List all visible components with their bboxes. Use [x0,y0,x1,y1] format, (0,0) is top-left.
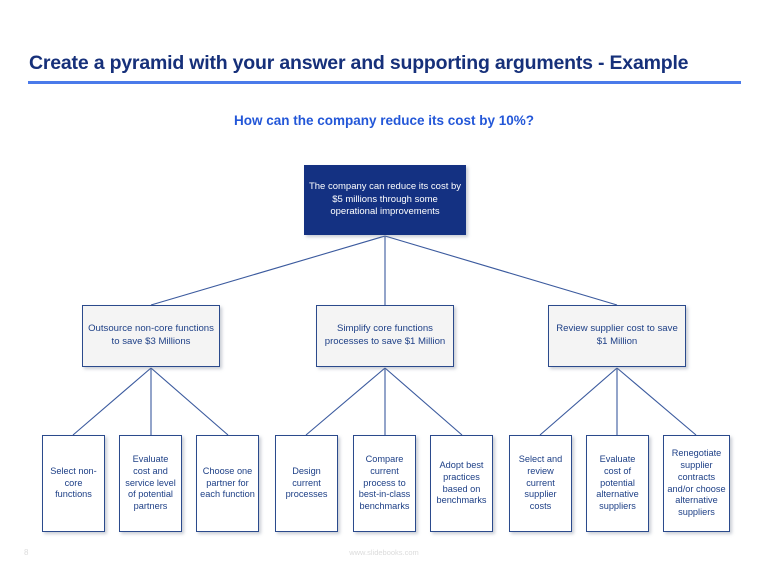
connector-l2-2-to-l3-4 [305,367,386,436]
page-number: 8 [24,548,29,557]
connector-l2-3-to-l3-7 [539,367,618,436]
pyramid-level3-box-1[interactable]: Select non-core functions [42,435,105,532]
pyramid-level3-box-5[interactable]: Compare current process to best-in-class… [353,435,416,532]
pyramid-root-box[interactable]: The company can reduce its cost by $5 mi… [304,165,466,235]
connector-root-to-l2-1 [150,235,386,306]
pyramid-level3-label-2: Evaluate cost and service level of poten… [125,453,176,512]
pyramid-level3-box-7[interactable]: Select and review current supplier costs [509,435,572,532]
page-title: Create a pyramid with your answer and su… [29,52,689,74]
pyramid-level3-box-4[interactable]: Design current processes [275,435,338,532]
pyramid-level3-box-9[interactable]: Renegotiate supplier contracts and/or ch… [663,435,730,532]
connector-l2-1-to-l3-1 [72,367,152,436]
pyramid-level3-label-7: Select and review current supplier costs [518,453,563,512]
connector-l2-2-to-l3-6 [384,367,463,436]
pyramid-level3-label-5: Compare current process to best-in-class… [358,453,411,512]
pyramid-level2-label-1: Outsource non-core functions to save $3 … [88,323,214,347]
pyramid-level3-box-2[interactable]: Evaluate cost and service level of poten… [119,435,182,532]
pyramid-level3-box-6[interactable]: Adopt best practices based on benchmarks [430,435,493,532]
pyramid-level3-label-4: Design current processes [285,465,328,500]
pyramid-level3-box-8[interactable]: Evaluate cost of potential alternative s… [586,435,649,532]
title-underline-rule [28,81,741,84]
connector-root-to-l2-3 [384,235,618,306]
page-subtitle: How can the company reduce its cost by 1… [233,113,535,128]
pyramid-level2-box-3[interactable]: Review supplier cost to save $1 Million [548,305,686,367]
connector-l2-3-to-l3-9 [616,367,697,436]
pyramid-root-label: The company can reduce its cost by $5 mi… [308,180,462,218]
pyramid-level3-label-8: Evaluate cost of potential alternative s… [596,453,639,512]
pyramid-level3-box-3[interactable]: Choose one partner for each function [196,435,259,532]
footer-url: www.slidebooks.com [349,548,419,557]
pyramid-level3-label-9: Renegotiate supplier contracts and/or ch… [667,447,726,518]
pyramid-level3-label-3: Choose one partner for each function [200,465,255,500]
pyramid-level3-label-6: Adopt best practices based on benchmarks [436,459,487,506]
pyramid-level2-label-3: Review supplier cost to save $1 Million [556,323,678,347]
pyramid-level3-label-1: Select non-core functions [50,465,97,500]
pyramid-level2-label-2: Simplify core functions processes to sav… [324,323,446,347]
pyramid-level2-box-1[interactable]: Outsource non-core functions to save $3 … [82,305,220,367]
connector-l2-1-to-l3-3 [150,367,229,436]
pyramid-level2-box-2[interactable]: Simplify core functions processes to sav… [316,305,454,367]
